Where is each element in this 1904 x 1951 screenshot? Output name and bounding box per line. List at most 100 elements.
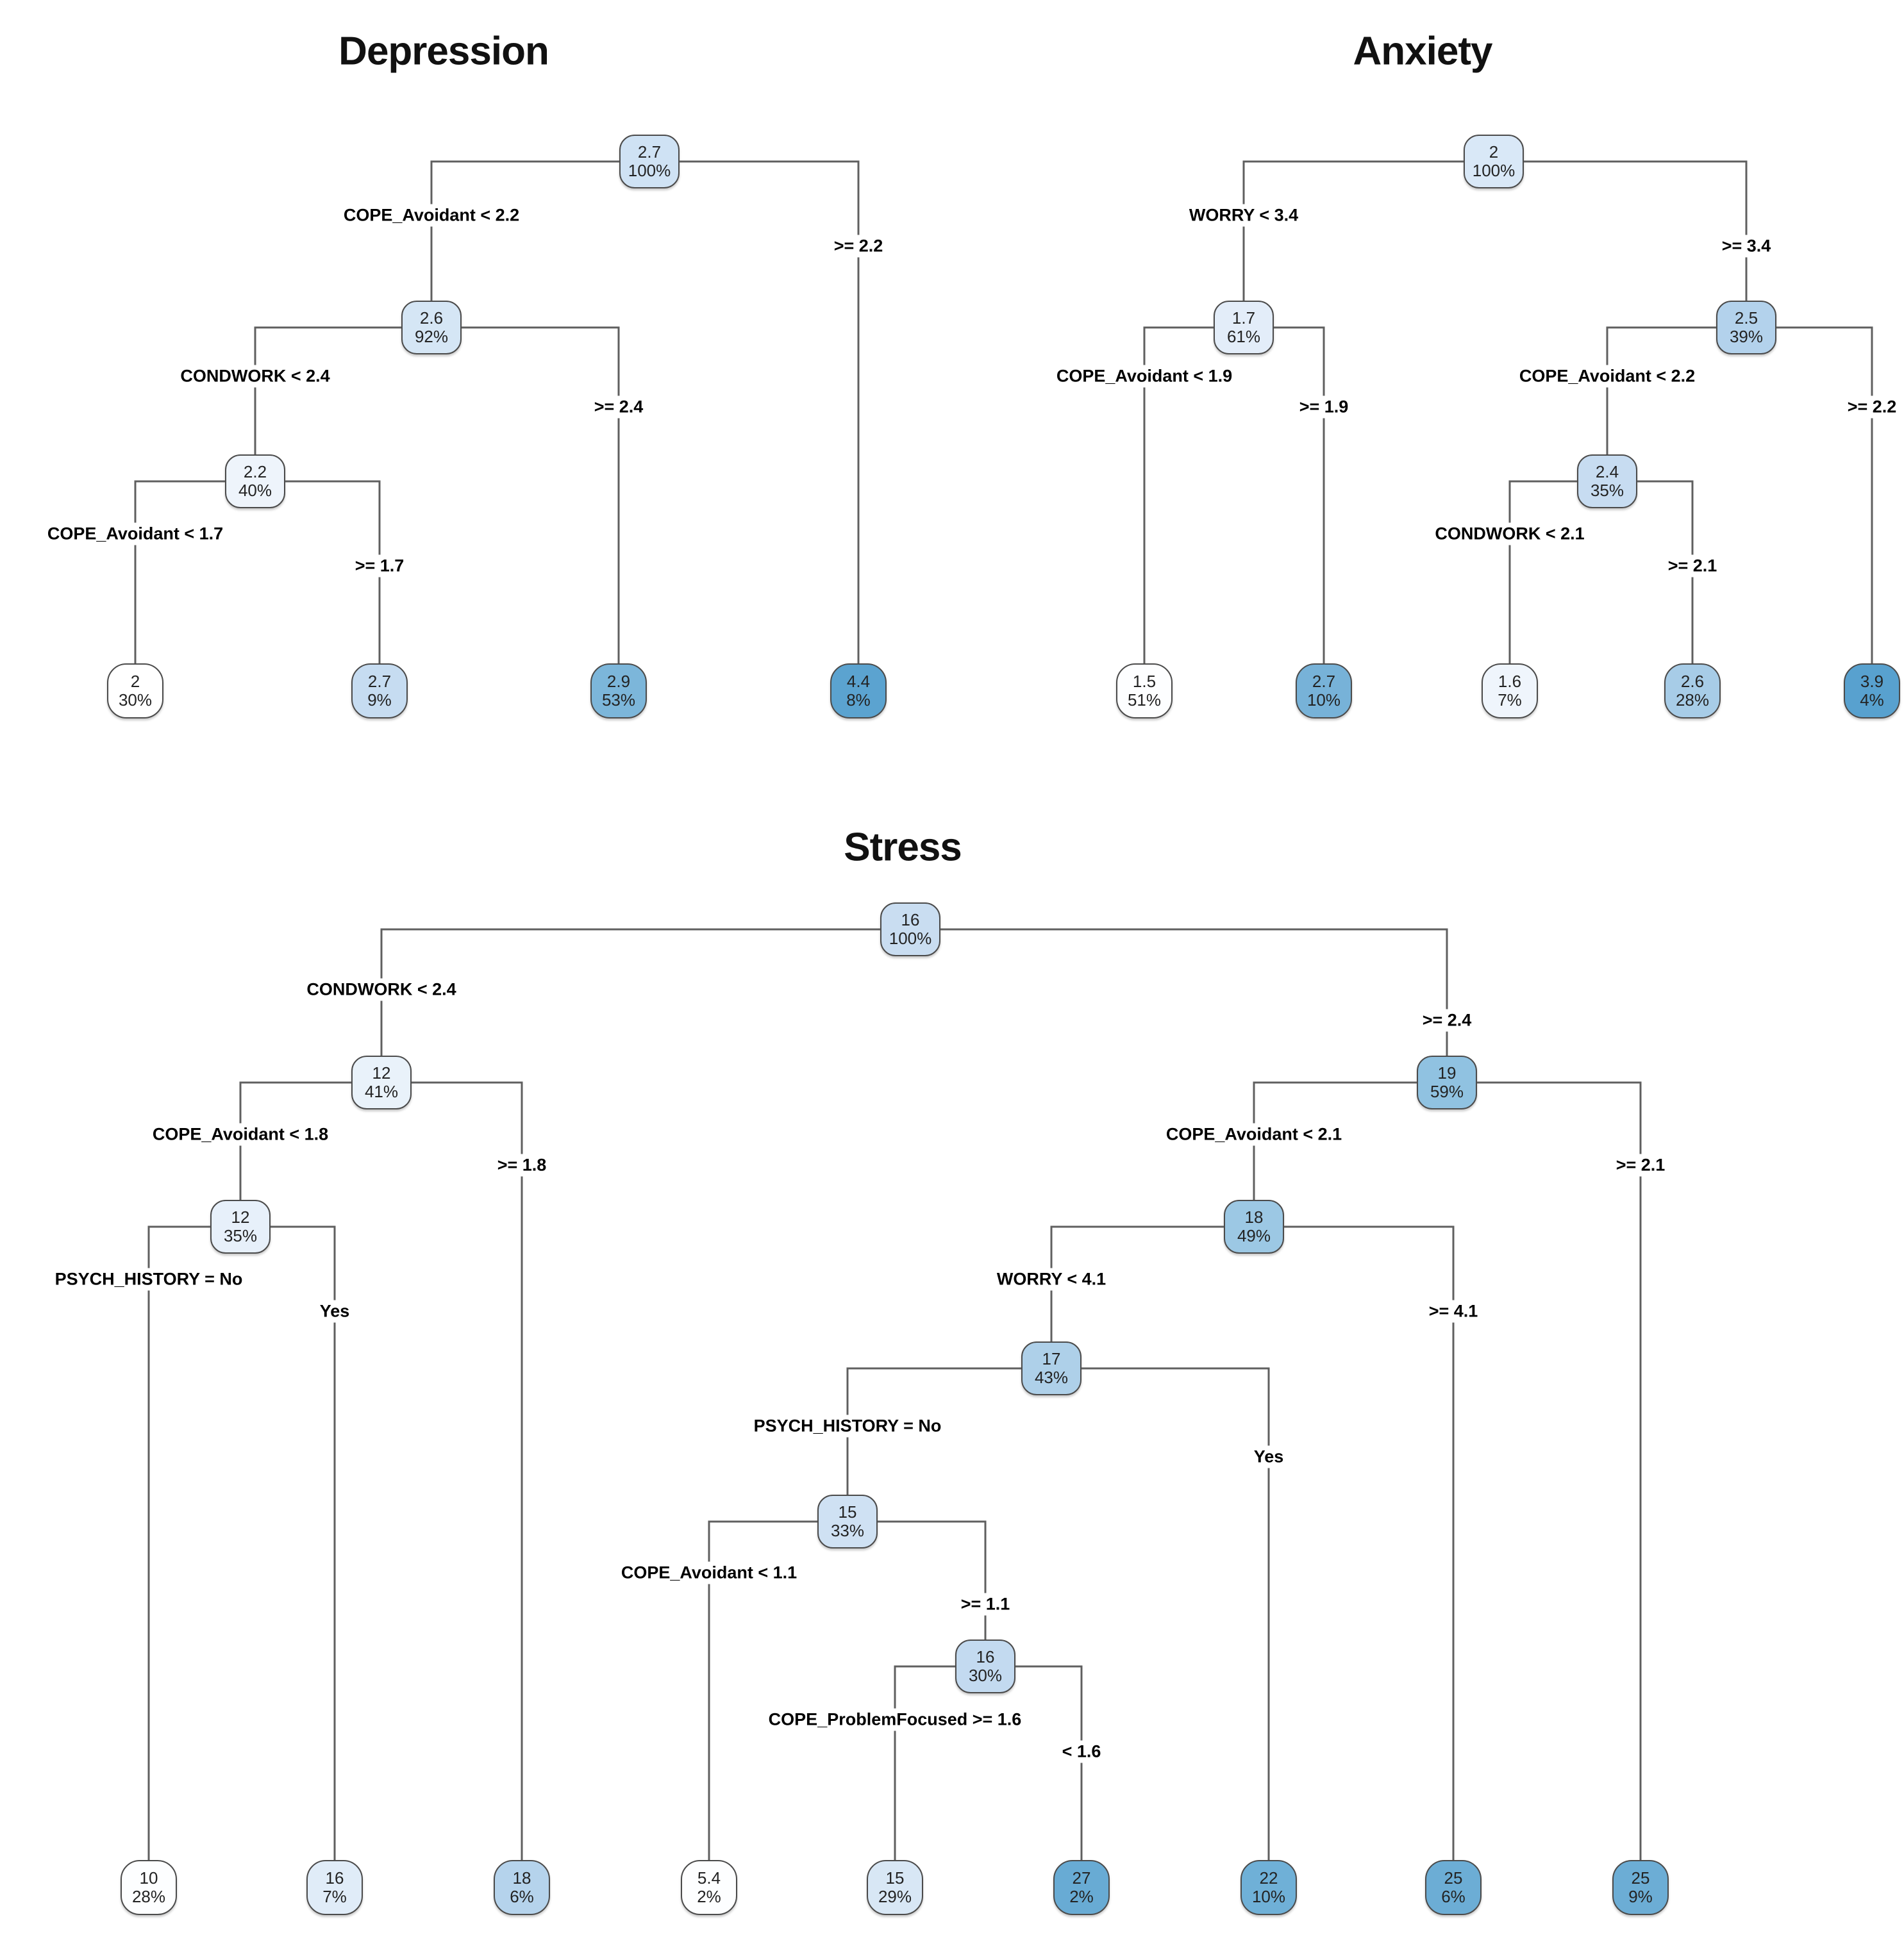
tree-edge-depression-droot-dl4 — [680, 160, 860, 663]
tree-edge-stress-s8-sl5 — [894, 1665, 955, 1860]
edge-label-stress-sl5: COPE_ProblemFocused >= 1.6 — [763, 1708, 1027, 1731]
node-percent: 29% — [878, 1887, 912, 1906]
node-value: 19 — [1437, 1063, 1457, 1083]
node-value: 2.6 — [419, 308, 444, 328]
tree-title-depression: Depression — [338, 29, 549, 74]
node-percent: 59% — [1430, 1082, 1464, 1101]
node-value: 16 — [325, 1868, 344, 1888]
node-value: 2.6 — [1680, 671, 1705, 691]
node-value: 2 — [130, 671, 140, 691]
node-percent: 10% — [1307, 690, 1341, 710]
node-value: 12 — [372, 1063, 391, 1083]
tree-edge-depression-droot-d2 — [430, 160, 619, 301]
edge-label-anxiety-al2: >= 1.9 — [1294, 395, 1354, 419]
node-value: 2 — [1489, 142, 1499, 162]
node-percent: 49% — [1237, 1226, 1271, 1245]
node-percent: 7% — [322, 1887, 347, 1906]
node-value: 16 — [901, 909, 920, 929]
node-percent: 8% — [846, 690, 871, 710]
node-percent: 7% — [1498, 690, 1522, 710]
node-value: 15 — [885, 1868, 905, 1888]
tree-edge-stress-s7-sl4 — [708, 1520, 817, 1860]
edge-label-anxiety-a2: WORRY < 3.4 — [1183, 204, 1304, 227]
node-value: 1.5 — [1132, 671, 1157, 691]
edge-label-stress-s8: >= 1.1 — [955, 1593, 1015, 1616]
node-percent: 35% — [223, 1226, 258, 1245]
edge-label-anxiety-a3: >= 3.4 — [1716, 235, 1776, 258]
tree-edge-stress-s4-sl1 — [147, 1225, 210, 1860]
tree-edge-stress-s6-sl7 — [1081, 1367, 1270, 1860]
node-value: 15 — [838, 1502, 857, 1522]
edge-label-anxiety-al1: COPE_Avoidant < 1.9 — [1051, 365, 1238, 388]
tree-edge-anxiety-a3-al5 — [1776, 326, 1873, 663]
node-percent: 30% — [968, 1666, 1003, 1685]
tree-edge-stress-s5-sl8 — [1284, 1225, 1455, 1860]
node-percent: 43% — [1034, 1368, 1069, 1387]
node-value: 1.7 — [1232, 308, 1256, 328]
tree-edge-anxiety-aroot-a2 — [1242, 160, 1464, 301]
node-value: 18 — [512, 1868, 531, 1888]
node-value: 22 — [1259, 1868, 1278, 1888]
edge-label-stress-sl2: Yes — [314, 1300, 355, 1323]
tree-edge-stress-s3-s5 — [1253, 1081, 1417, 1200]
edge-label-stress-sl8: >= 4.1 — [1423, 1300, 1483, 1323]
tree-edge-stress-s5-s6 — [1050, 1225, 1224, 1341]
node-value: 5.4 — [697, 1868, 721, 1888]
edge-label-stress-sl6: < 1.6 — [1056, 1740, 1106, 1763]
edge-label-stress-sl7: Yes — [1248, 1445, 1289, 1468]
edge-label-stress-s6: WORRY < 4.1 — [991, 1268, 1112, 1291]
tree-edge-stress-s7-s8 — [878, 1520, 987, 1640]
node-value: 1.6 — [1498, 671, 1522, 691]
edge-label-stress-s3: >= 2.4 — [1417, 1009, 1477, 1032]
tree-edge-stress-s2-s4 — [239, 1081, 351, 1200]
node-value: 16 — [976, 1647, 995, 1666]
edge-label-depression-d2: COPE_Avoidant < 2.2 — [338, 204, 525, 227]
node-percent: 100% — [1472, 161, 1516, 180]
node-value: 18 — [1244, 1207, 1264, 1227]
node-percent: 4% — [1860, 690, 1884, 710]
tree-edge-stress-s6-s7 — [846, 1367, 1021, 1495]
node-percent: 40% — [238, 481, 272, 500]
edge-label-stress-s5: COPE_Avoidant < 2.1 — [1160, 1123, 1348, 1146]
edge-label-depression-dl3: >= 2.4 — [589, 395, 649, 419]
node-value: 2.2 — [243, 461, 267, 481]
node-value: 17 — [1042, 1349, 1061, 1368]
node-value: 27 — [1072, 1868, 1091, 1888]
node-percent: 53% — [601, 690, 636, 710]
tree-edge-anxiety-a3-a4 — [1606, 326, 1716, 454]
tree-edge-depression-d2-dl3 — [462, 326, 620, 663]
tree-edge-depression-d3-dl2 — [285, 480, 381, 663]
node-value: 4.4 — [846, 671, 871, 691]
tree-edge-anxiety-aroot-a3 — [1524, 160, 1748, 301]
tree-title-anxiety: Anxiety — [1353, 29, 1493, 74]
edge-label-stress-s2: CONDWORK < 2.4 — [301, 978, 462, 1001]
edge-label-stress-s4: COPE_Avoidant < 1.8 — [147, 1123, 334, 1146]
node-percent: 100% — [889, 929, 932, 948]
edge-label-depression-dl4: >= 2.2 — [828, 235, 889, 258]
node-percent: 28% — [131, 1887, 166, 1906]
node-percent: 6% — [1441, 1887, 1466, 1906]
node-value: 2.7 — [637, 142, 662, 162]
